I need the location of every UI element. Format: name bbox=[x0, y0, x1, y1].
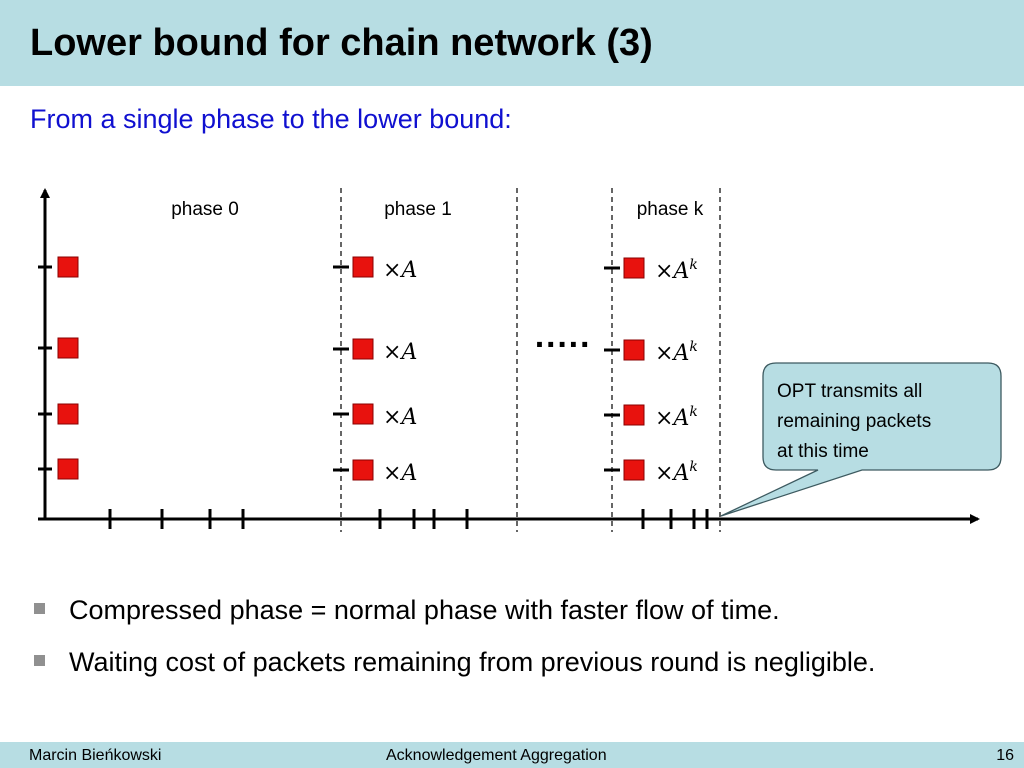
multiply-sign: × bbox=[655, 259, 673, 284]
callout-line: at this time bbox=[777, 441, 869, 462]
bullet-item: Compressed phase = normal phase with fas… bbox=[32, 590, 932, 630]
multiplier-base: A bbox=[671, 406, 689, 431]
svg-text:×Ak: ×Ak bbox=[655, 404, 698, 431]
multiplier-base: A bbox=[399, 258, 417, 283]
svg-text:×A: ×A bbox=[383, 461, 417, 486]
callout-line: OPT transmits all bbox=[777, 381, 922, 402]
phase0-packets bbox=[38, 256, 79, 480]
phasek-packets: ×Ak ×Ak ×Ak ×Ak bbox=[604, 257, 698, 486]
packet-square bbox=[352, 338, 374, 360]
multiplier-exponent: k bbox=[689, 459, 697, 475]
multiplier-exponent: k bbox=[689, 339, 697, 355]
multiplier-base: A bbox=[671, 259, 689, 284]
packet-square bbox=[623, 257, 645, 279]
bullet-list: Compressed phase = normal phase with fas… bbox=[32, 590, 932, 694]
packet-square bbox=[57, 337, 79, 359]
phase1-packets: ×A ×A ×A ×A bbox=[333, 256, 417, 486]
svg-text:×Ak: ×Ak bbox=[655, 339, 698, 366]
multiply-sign: × bbox=[383, 340, 401, 365]
svg-text:×A: ×A bbox=[383, 340, 417, 365]
packet-square bbox=[352, 403, 374, 425]
slide-subtitle: From a single phase to the lower bound: bbox=[30, 104, 512, 134]
footer-title: Acknowledgement Aggregation bbox=[386, 747, 607, 764]
multiply-sign: × bbox=[383, 258, 401, 283]
packet-square bbox=[352, 459, 374, 481]
multiplier-exponent: k bbox=[689, 257, 697, 273]
footer-author: Marcin Bieńkowski bbox=[29, 747, 162, 764]
svg-text:×Ak: ×Ak bbox=[655, 459, 698, 486]
packet-square bbox=[623, 459, 645, 481]
square-bullet-icon bbox=[34, 655, 45, 666]
multiplier-exponent: k bbox=[689, 404, 697, 420]
phase-label: phase k bbox=[637, 199, 704, 220]
packet-square bbox=[623, 404, 645, 426]
packet-square bbox=[352, 256, 374, 278]
footer-bar: Marcin Bieńkowski Acknowledgement Aggreg… bbox=[0, 742, 1024, 768]
multiply-sign: × bbox=[655, 341, 673, 366]
phase-label: phase 0 bbox=[171, 199, 239, 220]
bullet-text: Compressed phase = normal phase with fas… bbox=[69, 595, 780, 625]
multiply-sign: × bbox=[655, 461, 673, 486]
packet-square bbox=[57, 458, 79, 480]
packet-square bbox=[57, 403, 79, 425]
svg-text:×Ak: ×Ak bbox=[655, 257, 698, 284]
multiply-sign: × bbox=[383, 461, 401, 486]
title-bar: Lower bound for chain network (3) bbox=[0, 0, 1024, 86]
multiplier-base: A bbox=[671, 461, 689, 486]
multiplier-base: A bbox=[399, 461, 417, 486]
multiplier-base: A bbox=[399, 340, 417, 365]
svg-text:×A: ×A bbox=[383, 258, 417, 283]
multiplier-base: A bbox=[671, 341, 689, 366]
square-bullet-icon bbox=[34, 603, 45, 614]
multiplier-base: A bbox=[399, 405, 417, 430]
phase-diagram: phase 0 phase 1 phase k ····· ×A ×A ×A ×… bbox=[38, 188, 1002, 532]
packet-square bbox=[623, 339, 645, 361]
multiply-sign: × bbox=[383, 405, 401, 430]
footer-page-number: 16 bbox=[996, 747, 1014, 764]
phase-label: phase 1 bbox=[384, 199, 452, 220]
packet-square bbox=[57, 256, 79, 278]
multiply-sign: × bbox=[655, 406, 673, 431]
callout-bubble bbox=[720, 362, 1002, 517]
bullet-item: Waiting cost of packets remaining from p… bbox=[32, 642, 932, 682]
bullet-text: Waiting cost of packets remaining from p… bbox=[69, 647, 876, 677]
callout-line: remaining packets bbox=[777, 411, 931, 432]
phase-ellipsis: ····· bbox=[535, 326, 592, 364]
slide-title: Lower bound for chain network (3) bbox=[30, 22, 653, 64]
svg-text:×A: ×A bbox=[383, 405, 417, 430]
